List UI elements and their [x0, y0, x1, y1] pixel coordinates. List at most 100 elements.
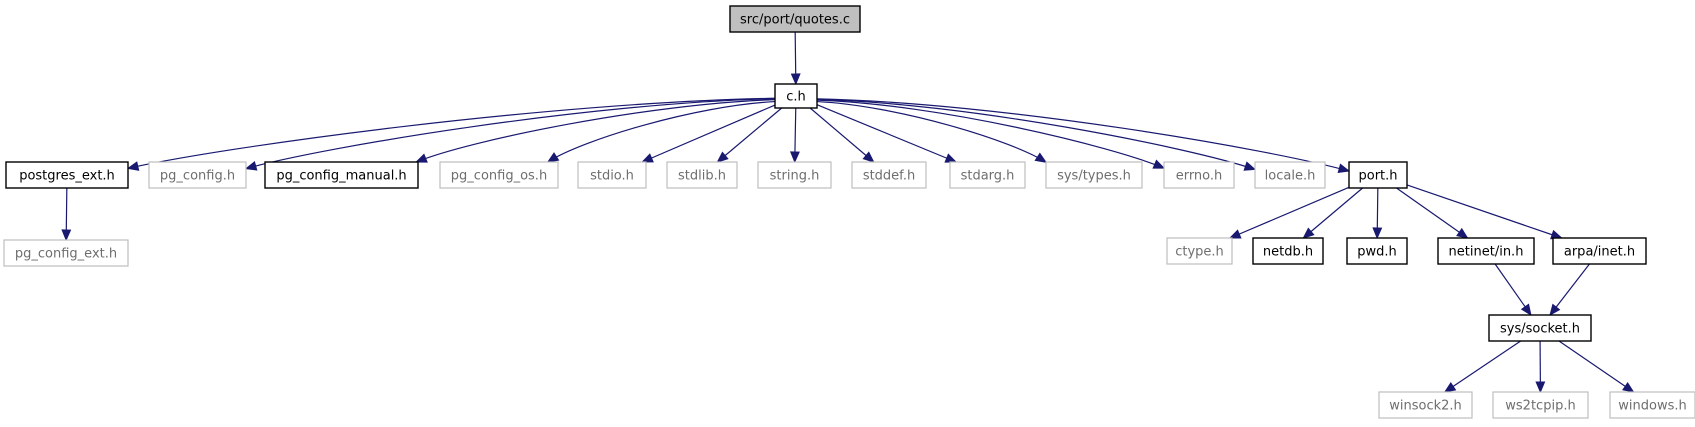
node-label: sys/types.h	[1057, 169, 1131, 184]
node-box	[1346, 237, 1408, 265]
edge-c_h-to-port_h	[816, 98, 1350, 172]
node-pg-config-ext-h: pg_config_ext.h	[3, 239, 129, 267]
arrowhead-winsock2_h	[1443, 382, 1457, 393]
arrowhead-stdlib_h	[716, 151, 729, 163]
arrowhead-ws2tcpip_h	[1535, 381, 1546, 394]
node-sys-socket-h[interactable]: sys/socket.h	[1488, 314, 1592, 342]
edge-port_h-to-ctype_h	[1229, 186, 1350, 239]
edge-c_h-to-pg_config_os_h	[547, 100, 776, 163]
arrowhead-stdarg_h	[944, 153, 958, 163]
node-sys-types-h: sys/types.h	[1045, 161, 1143, 189]
arrowhead-pwd_h	[1372, 227, 1383, 240]
arrowhead-pg_config_h	[244, 161, 258, 171]
node-label: pg_config_manual.h	[276, 169, 406, 184]
edge-c_h-to-stdarg_h	[816, 104, 957, 163]
arrowhead-stdio_h	[641, 153, 654, 163]
arrowhead-windows_h	[1622, 381, 1635, 393]
arrowhead-sys_socket_h	[1549, 303, 1561, 317]
node-box	[148, 161, 247, 189]
node-box	[1166, 237, 1233, 265]
node-box	[666, 161, 738, 189]
node-pg-config-manual-h[interactable]: pg_config_manual.h	[264, 161, 419, 189]
node-label: port.h	[1358, 169, 1397, 184]
node-box	[1045, 161, 1143, 189]
edge-c_h-to-stdio_h	[642, 104, 776, 163]
node-box	[577, 161, 647, 189]
arrowhead-port_h	[1337, 163, 1351, 174]
node-pg-config-h: pg_config.h	[148, 161, 247, 189]
edge-c_h-to-errno_h	[816, 99, 1165, 169]
node-errno-h: errno.h	[1163, 161, 1235, 189]
node-label: pg_config_ext.h	[15, 247, 117, 262]
node-box	[5, 161, 129, 189]
arrowhead-ctype_h	[1228, 229, 1242, 239]
node-label: stdio.h	[590, 169, 634, 184]
node-locale-h: locale.h	[1254, 161, 1326, 189]
arrowhead-stddef_h	[862, 151, 875, 163]
node-c-h[interactable]: c.h	[774, 83, 818, 109]
node-windows-h: windows.h	[1609, 391, 1695, 419]
node-box	[774, 83, 818, 109]
node-label: ws2tcpip.h	[1505, 399, 1575, 414]
node-pwd-h[interactable]: pwd.h	[1346, 237, 1408, 265]
node-box	[439, 161, 559, 189]
arrowhead-netdb_h	[1302, 227, 1315, 239]
node-label: netdb.h	[1263, 245, 1313, 260]
node-box	[1492, 391, 1589, 419]
node-label: stdlib.h	[678, 169, 726, 184]
node-ws2tcpip-h: ws2tcpip.h	[1492, 391, 1589, 419]
node-label: arpa/inet.h	[1564, 245, 1635, 260]
node-box	[1552, 237, 1647, 265]
node-label: ctype.h	[1175, 245, 1224, 260]
edge-c_h-to-pg_config_h	[245, 98, 776, 170]
node-label: winsock2.h	[1389, 399, 1462, 414]
node-stdarg-h: stdarg.h	[949, 161, 1026, 189]
node-string-h: string.h	[757, 161, 832, 189]
node-box	[1609, 391, 1695, 419]
node-box	[1163, 161, 1235, 189]
node-label: string.h	[770, 169, 820, 184]
node-label: errno.h	[1176, 169, 1223, 184]
edges-layer	[61, 31, 1635, 394]
edge-c_h-to-pg_config_manual_h	[416, 99, 776, 163]
node-box	[949, 161, 1026, 189]
edge-c_h-to-stddef_h	[809, 107, 875, 163]
edge-c_h-to-postgres_ext_h	[127, 97, 776, 169]
node-label: windows.h	[1618, 399, 1686, 414]
node-label: sys/socket.h	[1500, 322, 1580, 337]
arrowhead-postgres_ext_h	[126, 161, 140, 171]
edge-sys_socket_h-to-windows_h	[1558, 340, 1634, 393]
edge-port_h-to-netdb_h	[1303, 187, 1363, 239]
node-box	[3, 239, 129, 267]
edge-arpa_inet_h-to-sys_socket_h	[1549, 263, 1590, 316]
arrowhead-pg_config_os_h	[546, 152, 560, 163]
node-box	[1378, 391, 1473, 419]
node-label: src/port/quotes.c	[740, 13, 850, 28]
arrowhead-pg_config_manual_h	[415, 153, 428, 163]
node-netdb-h[interactable]: netdb.h	[1252, 237, 1324, 265]
node-label: stdarg.h	[961, 169, 1015, 184]
edge-port_h-to-arpa_inet_h	[1406, 184, 1562, 239]
node-stddef-h: stddef.h	[851, 161, 927, 189]
node-box	[1254, 161, 1326, 189]
node-pg-config-os-h: pg_config_os.h	[439, 161, 559, 189]
node-quotes-c[interactable]: src/port/quotes.c	[729, 5, 861, 33]
arrowhead-errno_h	[1152, 159, 1166, 169]
node-label: stddef.h	[863, 169, 915, 184]
node-label: pwd.h	[1357, 245, 1397, 260]
edge-sys_socket_h-to-winsock2_h	[1444, 340, 1522, 393]
node-box	[1252, 237, 1324, 265]
node-port-h[interactable]: port.h	[1348, 161, 1408, 189]
node-label: netinet/in.h	[1449, 245, 1524, 260]
nodes-layer: src/port/quotes.c c.h postgres_ext.h pg_con…	[3, 5, 1695, 419]
node-arpa-inet-h[interactable]: arpa/inet.h	[1552, 237, 1647, 265]
node-box	[729, 5, 861, 33]
node-postgres-ext-h[interactable]: postgres_ext.h	[5, 161, 129, 189]
node-netinet-in-h[interactable]: netinet/in.h	[1437, 237, 1535, 265]
arrowhead-pg_config_ext_h	[61, 229, 72, 242]
arrowhead-string_h	[789, 151, 800, 164]
node-box	[1488, 314, 1592, 342]
node-box	[1437, 237, 1535, 265]
node-box	[851, 161, 927, 189]
